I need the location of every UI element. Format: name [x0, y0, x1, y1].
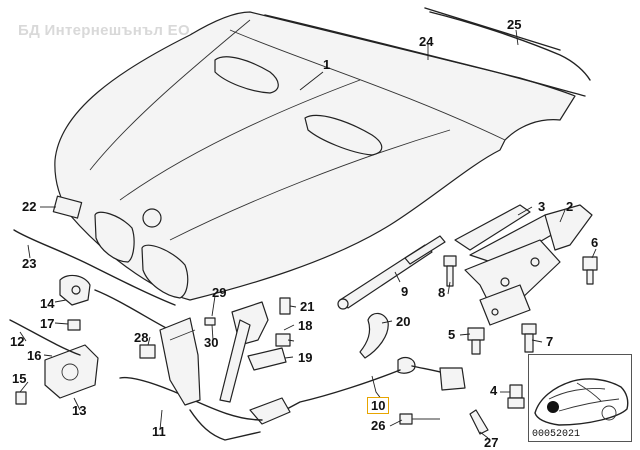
- callout-29: 29: [212, 285, 227, 300]
- callout-6: 6: [591, 235, 599, 250]
- location-marker-dot: [547, 401, 559, 413]
- callout-10: 10: [367, 397, 390, 414]
- gas-strut-drawing: [337, 235, 446, 310]
- callout-4: 4: [490, 383, 498, 398]
- callout-14: 14: [40, 296, 55, 311]
- callout-7: 7: [546, 334, 554, 349]
- callout-3: 3: [538, 199, 546, 214]
- callout-18: 18: [298, 318, 313, 333]
- callout-26: 26: [371, 418, 386, 433]
- callout-1: 1: [323, 57, 331, 72]
- callout-20: 20: [396, 314, 411, 329]
- release-cable-drawing: [119, 312, 466, 441]
- callout-21: 21: [300, 299, 315, 314]
- bracket-drawing: [139, 297, 291, 406]
- callout-17: 17: [40, 316, 55, 331]
- location-inset: 00052021: [528, 354, 632, 442]
- callout-12: 12: [10, 334, 25, 349]
- car-outline-drawing: [534, 378, 629, 426]
- callout-8: 8: [438, 285, 446, 300]
- callout-19: 19: [298, 350, 313, 365]
- callout-30: 30: [204, 335, 219, 350]
- hinge-drawing: [454, 204, 593, 326]
- hood-drawing: [54, 7, 591, 301]
- callout-9: 9: [401, 284, 409, 299]
- callout-27: 27: [484, 435, 499, 450]
- diagram-code: 00052021: [531, 429, 582, 440]
- callout-13: 13: [72, 403, 87, 418]
- callout-24: 24: [419, 34, 434, 49]
- callout-2: 2: [566, 199, 574, 214]
- callout-15: 15: [12, 371, 27, 386]
- callout-5: 5: [448, 327, 456, 342]
- callout-28: 28: [134, 330, 149, 345]
- callout-22: 22: [22, 199, 37, 214]
- callout-11: 11: [152, 424, 166, 439]
- lock-assembly-drawing: [9, 195, 176, 405]
- callout-25: 25: [507, 17, 522, 32]
- bolts-drawing: [399, 255, 598, 435]
- callout-23: 23: [22, 256, 37, 271]
- watermark-text: БД Интернешънъл ЕО...: [18, 22, 204, 39]
- callout-16: 16: [27, 348, 42, 363]
